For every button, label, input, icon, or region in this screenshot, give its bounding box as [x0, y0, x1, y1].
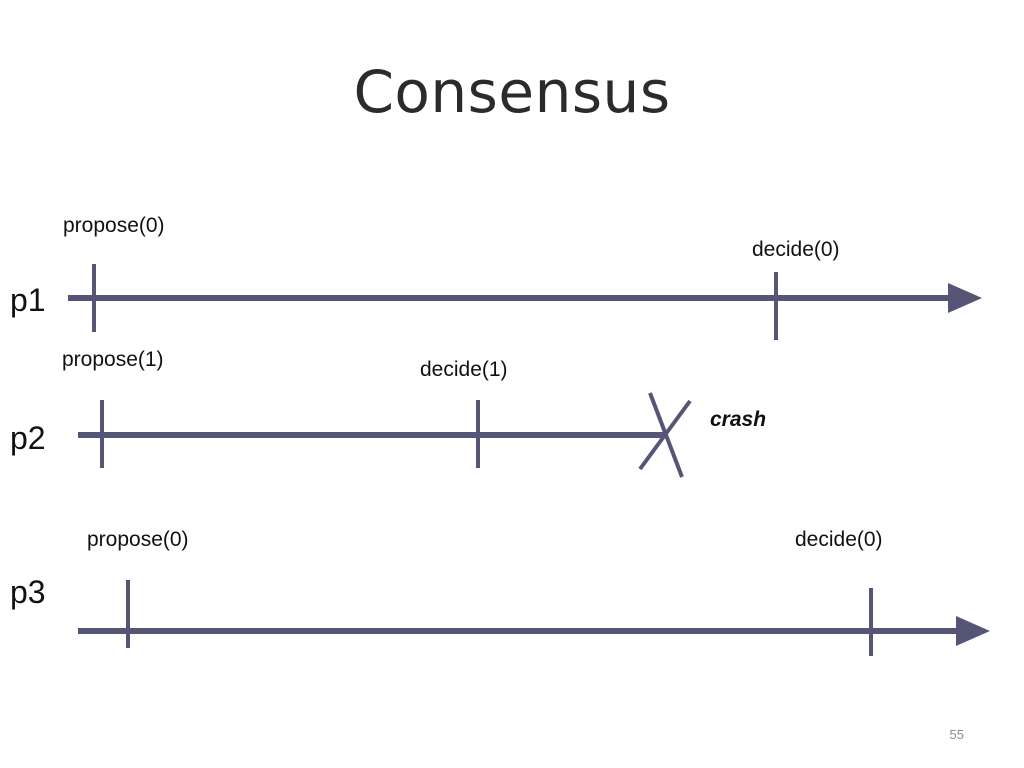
p3-propose-label: propose(0) — [87, 528, 189, 551]
p3-timeline — [78, 580, 990, 656]
p3-arrowhead — [956, 616, 990, 646]
p1-timeline — [68, 264, 982, 340]
slide-title: Consensus — [353, 58, 671, 126]
page-number: 55 — [949, 727, 964, 742]
p2-label: p2 — [10, 420, 46, 456]
p3-decide-label: decide(0) — [795, 528, 883, 551]
p2-decide-label: decide(1) — [420, 358, 508, 381]
p2-crash-label: crash — [710, 408, 767, 431]
p2-propose-label: propose(1) — [62, 348, 164, 371]
p3-label: p3 — [10, 574, 46, 610]
p1-decide-label: decide(0) — [752, 238, 840, 261]
p1-arrowhead — [948, 283, 982, 313]
p2-crash-mark-b — [638, 399, 692, 471]
p2-timeline — [78, 392, 692, 478]
p1-propose-label: propose(0) — [63, 214, 165, 237]
p1-label: p1 — [10, 282, 46, 318]
